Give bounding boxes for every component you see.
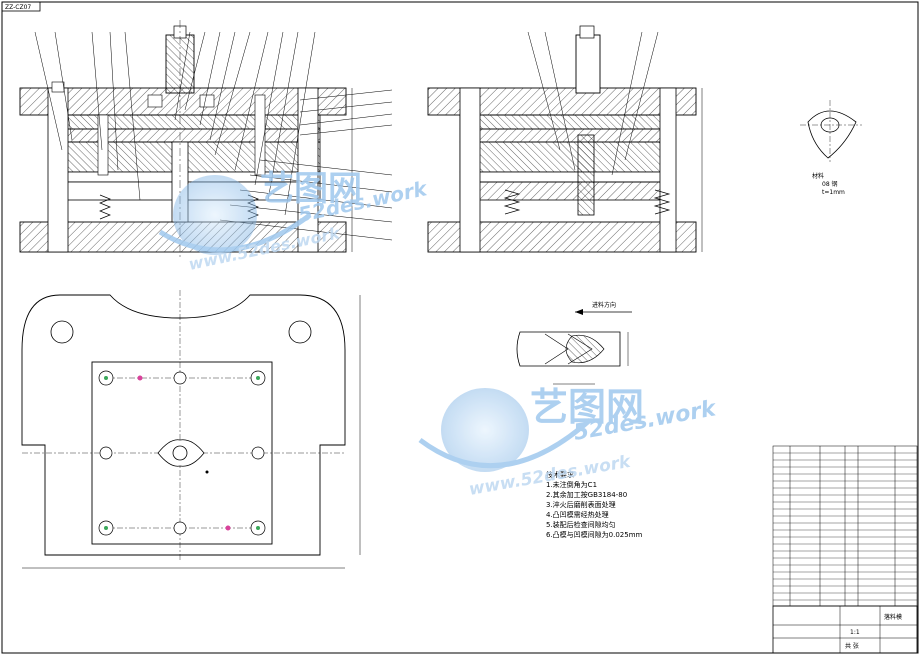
sheet-count: 共 张 (845, 642, 859, 650)
watermark-cn-lower: 艺图网 (530, 385, 644, 429)
watermark-upper: 艺图网 52des.work www.52des.work (158, 169, 430, 274)
watermark-cn-upper: 艺图网 (260, 169, 362, 209)
feed-direction-label: 进料方向 (592, 301, 616, 309)
parts-list-rows (773, 452, 917, 601)
notes-heading: 技术要求 (546, 470, 574, 479)
parts-list (772, 445, 918, 607)
note-item-3: 3.淬火后磨削表面处理 (546, 500, 616, 509)
material-label: 材料 (812, 172, 824, 180)
scale: 1:1 (850, 629, 860, 636)
side-section-view (427, 25, 703, 253)
title-block: 落料模 1:1 共 张 (772, 605, 918, 654)
note-item-6: 6.凸模与凹模间隙为0.025mm (546, 530, 643, 539)
drawing-code-box: ZZ-CZ07 (1, 1, 41, 12)
material-thickness: t=1mm (822, 189, 845, 196)
note-item-5: 5.装配后检查间隙均匀 (546, 520, 616, 529)
note-item-2: 2.其余加工按GB3184-80 (546, 490, 627, 499)
material-grade: 08 钢 (822, 180, 838, 188)
note-item-4: 4.凸凹模需经热处理 (546, 510, 609, 519)
plan-view (21, 290, 361, 569)
part-detail: 材料 08 钢 t=1mm (800, 100, 862, 196)
note-item-1: 1.未注倒角为C1 (546, 480, 597, 489)
technical-notes: 技术要求 1.未注倒角为C1 2.其余加工按GB3184-80 3.淬火后磨削表… (546, 470, 643, 539)
drawing-name: 落料模 (884, 613, 902, 621)
strip-layout: 进料方向 (516, 301, 632, 385)
drawing-code: ZZ-CZ07 (5, 4, 31, 11)
main-section-view (19, 20, 393, 258)
